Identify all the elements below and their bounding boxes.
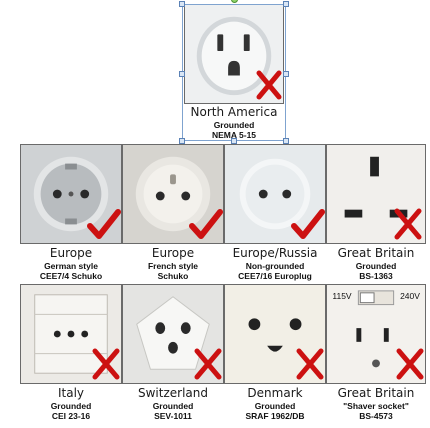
voltage-label-240v: 240V [400, 291, 420, 301]
region-label: Europe [151, 246, 195, 260]
spec-line: BS-4573 [359, 411, 393, 421]
spec-line: Non-grounded [245, 261, 305, 271]
spec-line: French style [147, 261, 199, 271]
check-mark-icon [290, 208, 326, 242]
spec-line: BS-1363 [359, 271, 393, 281]
rotate-handle[interactable] [231, 0, 238, 3]
x-mark-icon [92, 348, 120, 380]
region-label: Europe/Russia [232, 246, 318, 260]
spec-line: CEE7/4 Schuko [39, 271, 103, 281]
socket-tile-italy[interactable]: Italy Grounded CEI 23-16 [20, 284, 122, 424]
region-label: Denmark [247, 386, 303, 400]
x-mark-icon [256, 70, 282, 100]
italian-outlet-icon [20, 284, 122, 384]
socket-tile-north-america[interactable]: North America Grounded NEMA 5-15 [184, 4, 284, 140]
socket-tile-europe-french[interactable]: Europe French style Schuko [122, 144, 224, 284]
spec-line: SRAF 1962/DB [245, 411, 305, 421]
spec-line: Grounded [254, 401, 296, 411]
spec-line: Grounded [152, 401, 194, 411]
x-mark-icon [296, 348, 324, 380]
region-label: Switzerland [138, 386, 208, 400]
spec-line: SEV-1011 [154, 411, 192, 421]
socket-tile-europe-russia[interactable]: Europe/Russia Non-grounded CEE7/16 Europ… [224, 144, 326, 284]
spec-line: CEI 23-16 [51, 411, 91, 421]
x-mark-icon [194, 348, 222, 380]
spec-line: NEMA 5-15 [211, 130, 257, 140]
region-label: Great Britain [337, 386, 415, 400]
europlug-outlet-icon [224, 144, 326, 244]
spec-line: Grounded [50, 401, 92, 411]
x-mark-icon [396, 348, 424, 380]
spec-line: German style [44, 261, 98, 271]
spec-line: CEE7/16 Europlug [238, 271, 312, 281]
spec-line: Schuko [157, 271, 189, 281]
check-mark-icon [188, 208, 224, 242]
check-mark-icon [86, 208, 122, 242]
region-label: Great Britain [337, 246, 415, 260]
region-label: Italy [57, 386, 85, 400]
spec-line: Grounded [213, 120, 255, 130]
socket-tile-denmark[interactable]: Denmark Grounded SRAF 1962/DB [224, 284, 326, 424]
spec-line: "Shaver socket" [343, 401, 409, 411]
spec-line: Grounded [355, 261, 397, 271]
socket-tile-great-britain-shaver[interactable]: 115V 240V Great Britain "Shaver socket" … [326, 284, 426, 424]
socket-tile-europe-german[interactable]: Europe German style CEE7/4 Schuko [20, 144, 122, 284]
schuko-outlet-icon [20, 144, 122, 244]
x-mark-icon [394, 208, 422, 240]
region-label: North America [190, 105, 278, 119]
socket-tile-switzerland[interactable]: Switzerland Grounded SEV-1011 [122, 284, 224, 424]
region-label: Europe [49, 246, 93, 260]
socket-tile-great-britain-bs1363[interactable]: Great Britain Grounded BS-1363 [326, 144, 426, 284]
voltage-label-115v: 115V [332, 291, 352, 301]
